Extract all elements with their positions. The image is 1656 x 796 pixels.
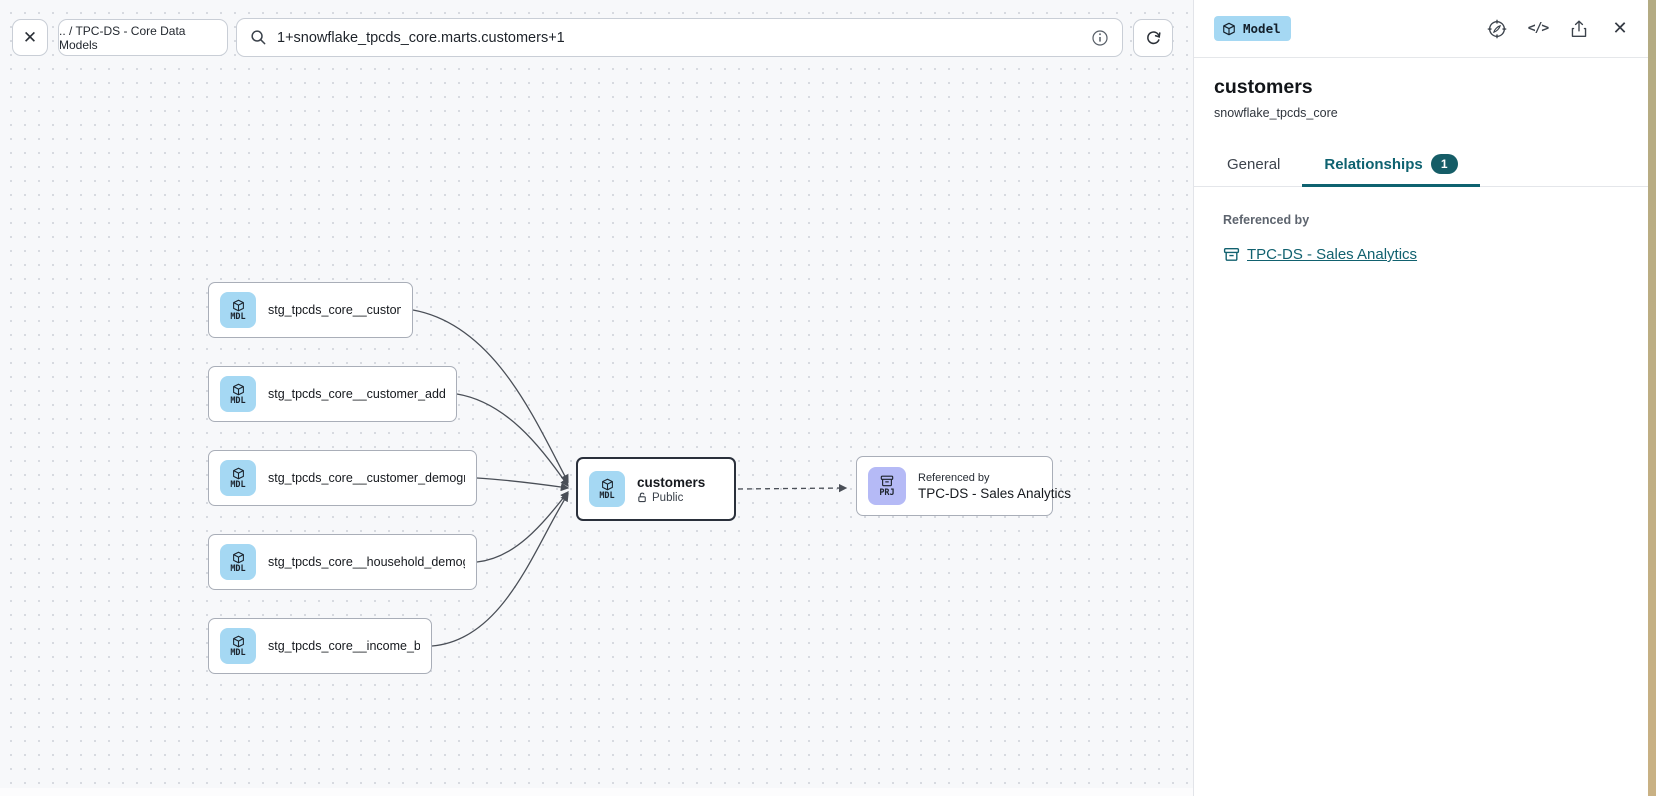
tab-general[interactable]: General xyxy=(1205,142,1302,186)
tab-relationships-label: Relationships xyxy=(1324,156,1422,173)
cube-icon xyxy=(232,467,245,480)
tab-relationships[interactable]: Relationships 1 xyxy=(1302,142,1479,186)
lineage-edges xyxy=(0,0,1193,796)
node-stg-tpcds-core-customer-address[interactable]: MDL stg_tpcds_core__customer_address xyxy=(208,366,457,422)
archive-icon xyxy=(880,474,894,488)
canvas-bottom-strip xyxy=(0,788,1193,796)
node-stg-tpcds-core-household-demographics[interactable]: MDL stg_tpcds_core__household_demogr… xyxy=(208,534,477,590)
node-kicker: Referenced by xyxy=(918,472,1071,484)
breadcrumb-label: .. / TPC-DS - Core Data Models xyxy=(59,24,227,52)
referenced-by-row: TPC-DS - Sales Analytics xyxy=(1223,246,1636,263)
model-type-badge-label: Model xyxy=(1243,21,1281,36)
info-icon[interactable] xyxy=(1091,29,1109,47)
refresh-icon xyxy=(1144,29,1163,48)
title-block: customers snowflake_tpcds_core xyxy=(1194,58,1656,120)
view-code-icon[interactable]: </> xyxy=(1526,17,1550,41)
model-node-icon: MDL xyxy=(220,628,256,664)
node-label: stg_tpcds_core__customer_demogra… xyxy=(268,471,465,485)
referenced-project-link[interactable]: TPC-DS - Sales Analytics xyxy=(1247,246,1417,263)
lineage-search-bar xyxy=(236,18,1123,57)
refresh-lineage-button[interactable] xyxy=(1133,19,1173,57)
cube-icon xyxy=(232,299,245,312)
page-title: customers xyxy=(1214,76,1636,99)
lineage-selector-input[interactable] xyxy=(277,30,1081,46)
explore-compass-icon[interactable] xyxy=(1485,17,1509,41)
cube-icon xyxy=(232,635,245,648)
tab-general-label: General xyxy=(1227,156,1280,173)
node-label: TPC-DS - Sales Analytics xyxy=(918,486,1071,501)
search-icon xyxy=(250,29,267,46)
panel-header: Model </> ✕ xyxy=(1194,0,1656,58)
model-node-icon: MDL xyxy=(220,544,256,580)
node-stg-tpcds-core-income-band[interactable]: MDL stg_tpcds_core__income_band xyxy=(208,618,432,674)
cube-icon xyxy=(601,478,614,491)
project-node-icon: PRJ xyxy=(868,467,906,505)
model-node-icon: MDL xyxy=(220,376,256,412)
panel-tabs: General Relationships 1 xyxy=(1194,142,1656,187)
node-stg-tpcds-core-customer[interactable]: MDL stg_tpcds_core__customer xyxy=(208,282,413,338)
node-label: customers xyxy=(637,475,705,490)
node-label: stg_tpcds_core__income_band xyxy=(268,639,420,653)
lineage-canvas[interactable]: ✕ .. / TPC-DS - Core Data Models MDL xyxy=(0,0,1193,796)
model-node-icon: MDL xyxy=(220,292,256,328)
cube-icon xyxy=(232,551,245,564)
node-label: stg_tpcds_core__customer xyxy=(268,303,401,317)
details-panel: Model </> ✕ customers snowflake_tpcds_co… xyxy=(1193,0,1656,796)
model-node-icon: MDL xyxy=(220,460,256,496)
cube-icon xyxy=(232,383,245,396)
screen-edge-strip xyxy=(1648,0,1656,796)
cube-icon xyxy=(1222,22,1236,36)
access-row: Public xyxy=(637,492,705,504)
close-lineage-button[interactable]: ✕ xyxy=(12,19,48,56)
access-label: Public xyxy=(652,492,683,504)
referenced-by-section: Referenced by TPC-DS - Sales Analytics xyxy=(1194,187,1656,263)
close-panel-icon[interactable]: ✕ xyxy=(1608,17,1632,41)
relationships-count-badge: 1 xyxy=(1431,154,1458,174)
breadcrumb[interactable]: .. / TPC-DS - Core Data Models xyxy=(58,19,228,56)
node-stg-tpcds-core-customer-demographics[interactable]: MDL stg_tpcds_core__customer_demogra… xyxy=(208,450,477,506)
share-icon[interactable] xyxy=(1567,17,1591,41)
project-subtitle: snowflake_tpcds_core xyxy=(1214,106,1636,120)
referenced-by-heading: Referenced by xyxy=(1223,213,1636,227)
node-tpcds-sales-analytics[interactable]: PRJ Referenced by TPC-DS - Sales Analyti… xyxy=(856,456,1053,516)
archive-icon xyxy=(1223,246,1240,263)
model-type-badge: Model xyxy=(1214,16,1291,41)
close-icon: ✕ xyxy=(23,28,37,48)
lock-open-icon xyxy=(637,492,648,503)
node-customers-selected[interactable]: MDL customers Public xyxy=(576,457,736,521)
node-label: stg_tpcds_core__customer_address xyxy=(268,387,445,401)
model-node-icon: MDL xyxy=(589,471,625,507)
node-label: stg_tpcds_core__household_demogr… xyxy=(268,555,465,569)
